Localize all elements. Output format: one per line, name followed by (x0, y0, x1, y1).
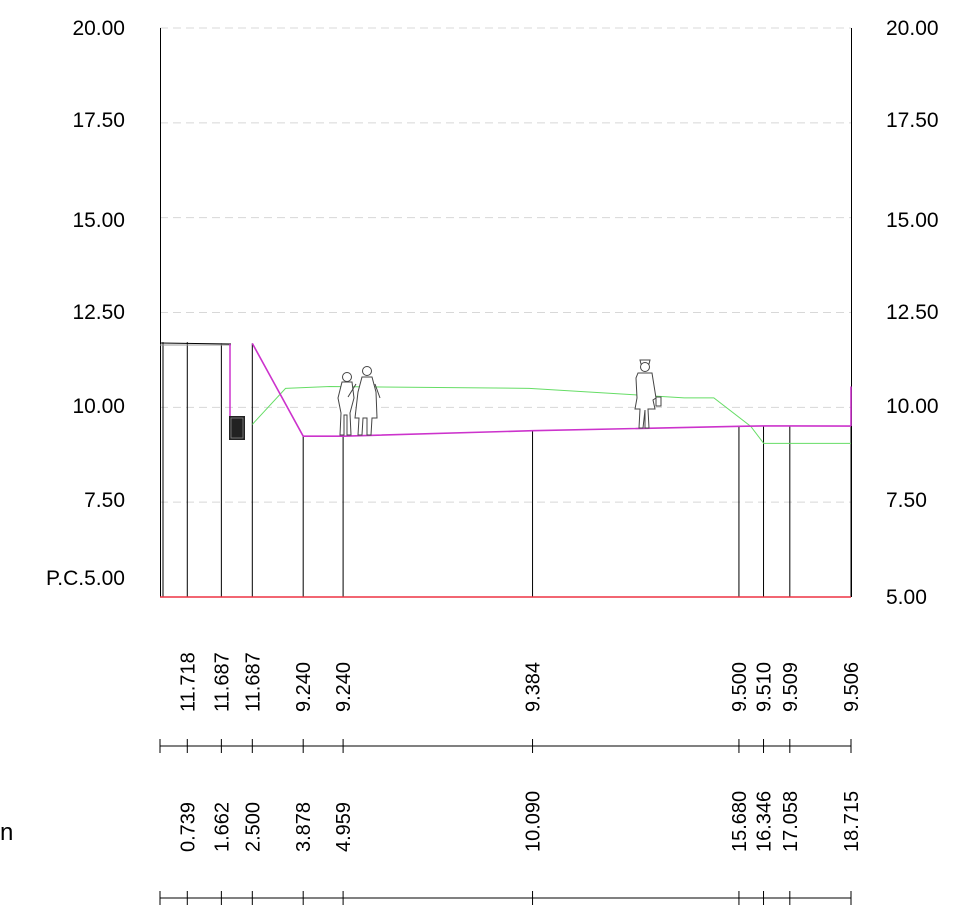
distance-value-label: 10.090 (523, 791, 545, 852)
right-axis-label: 17.50 (886, 109, 939, 132)
design-line (251, 342, 852, 437)
left-axis-label: 20.00 (72, 17, 125, 40)
elevation-value-label: 9.500 (729, 662, 751, 712)
left-axis-label: 10.00 (72, 395, 125, 418)
distance-value-label: 18.715 (841, 791, 863, 852)
distance-value-label: 3.878 (293, 802, 315, 852)
elevation-value-label: 9.510 (754, 662, 776, 712)
distance-value-label: 0.739 (177, 802, 199, 852)
right-axis-label: 10.00 (886, 395, 939, 418)
distance-value-label: 16.346 (754, 791, 776, 852)
right-axis-label: 12.50 (886, 301, 939, 324)
edge-label-fragment: n (0, 819, 13, 846)
elevation-value-label: 11.718 (177, 652, 199, 712)
grid-lines (160, 27, 851, 503)
left-axis-label: 15.00 (72, 209, 125, 232)
left-axis-labels: 20.00 17.50 15.00 12.50 10.00 7.50 P.C.5… (46, 17, 125, 590)
left-axis-label: 12.50 (72, 301, 125, 324)
right-axis-label: 20.00 (886, 17, 939, 40)
retaining-block (229, 416, 245, 440)
datum-label: P.C.5.00 (46, 567, 125, 590)
distance-value-label: 1.662 (211, 802, 233, 852)
station-lines (162, 342, 852, 597)
distance-value-label: 17.058 (780, 791, 802, 852)
elevation-value-label: 9.506 (841, 662, 863, 712)
right-axis-label: 5.00 (886, 586, 927, 609)
elevation-value-label: 9.509 (780, 662, 802, 712)
left-axis-label: 17.50 (72, 109, 125, 132)
elevation-value-label: 11.687 (242, 652, 264, 712)
elevation-value-label: 9.240 (333, 662, 355, 712)
right-axis-labels: 20.00 17.50 15.00 12.50 10.00 7.50 5.00 (886, 17, 939, 609)
pedestrian-man-icon (634, 359, 662, 429)
right-axis-label: 15.00 (886, 209, 939, 232)
pedestrian-couple-icon (337, 366, 381, 436)
elevation-value-label: 9.240 (293, 662, 315, 712)
elevation-value-label: 9.384 (523, 662, 545, 712)
distance-value-label: 2.500 (242, 802, 264, 852)
elevation-value-label: 11.687 (211, 652, 233, 712)
left-wall (159, 342, 232, 437)
ground-line (251, 385, 851, 444)
left-axis-label: 7.50 (84, 489, 125, 512)
rule-ticks (159, 739, 852, 905)
distance-value-label: 4.959 (333, 802, 355, 852)
distance-value-label: 15.680 (729, 791, 751, 852)
right-axis-label: 7.50 (886, 489, 927, 512)
